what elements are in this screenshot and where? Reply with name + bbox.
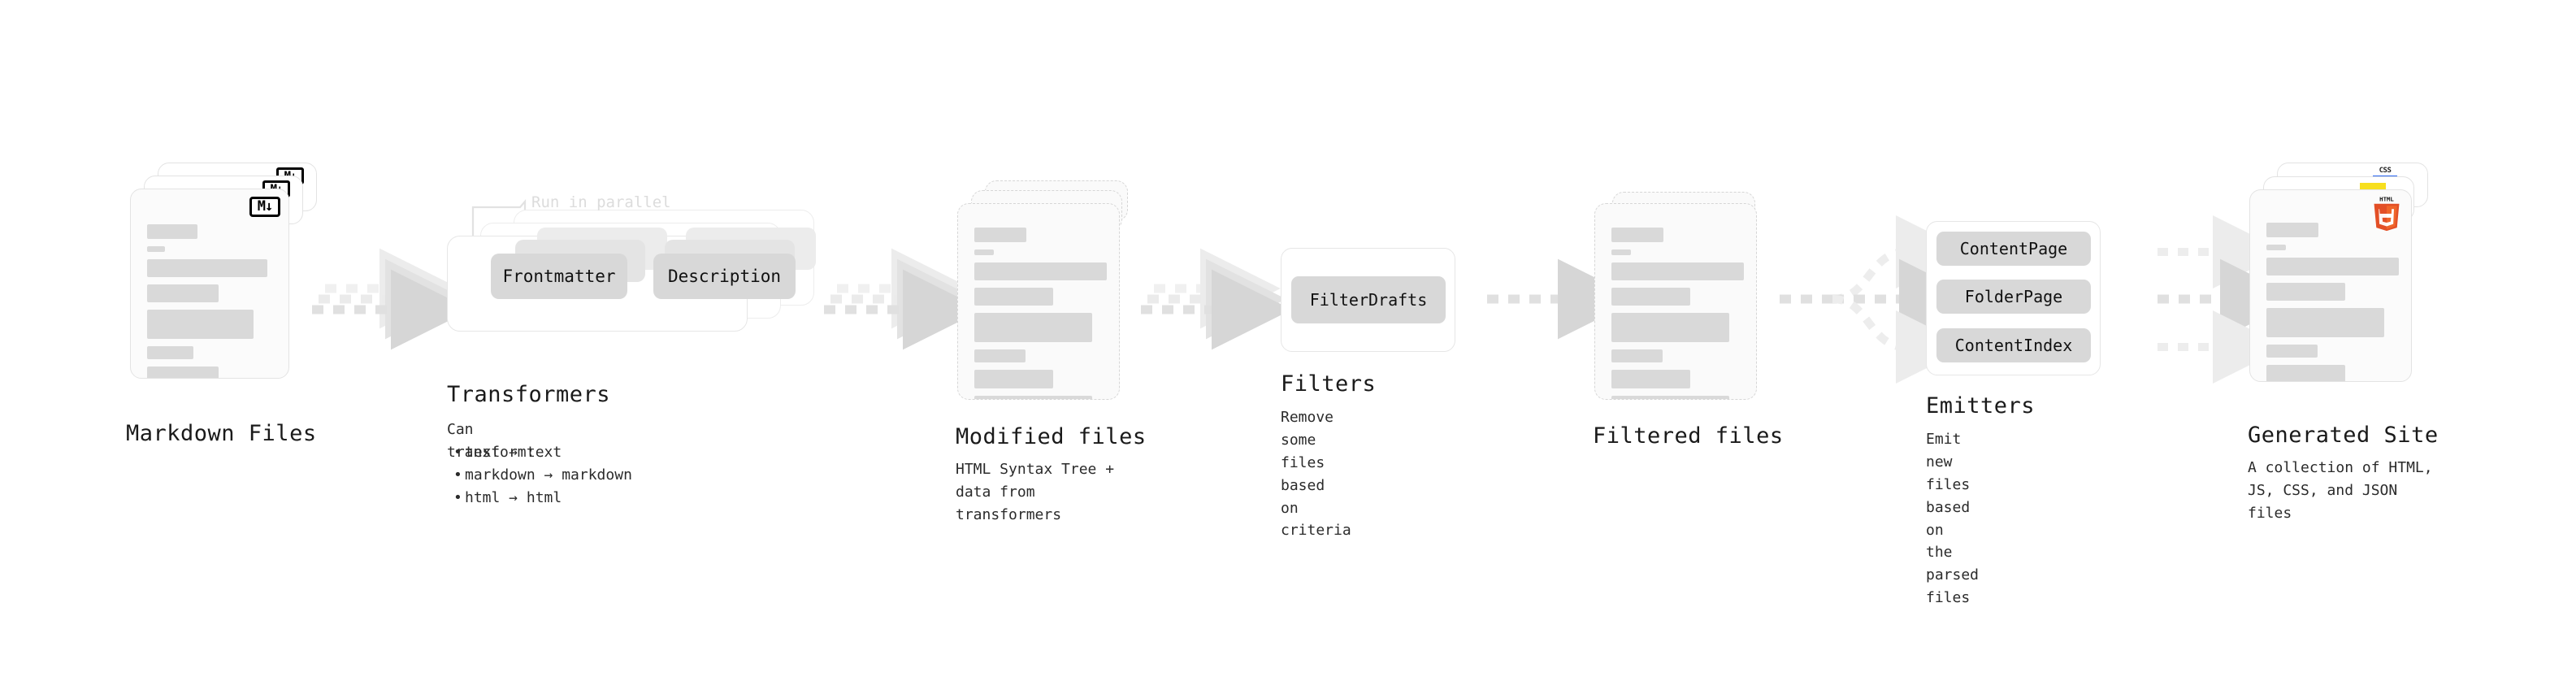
filters-box: FilterDrafts (1281, 248, 1455, 352)
content-bar (147, 259, 267, 277)
site-content-bars (2266, 223, 2399, 381)
stage-filtered-files: Filtered files (1593, 192, 1783, 449)
run-in-parallel-label: Run in parallel (531, 193, 671, 211)
generated-site-subtitle: A collection of HTML, JS, CSS, and JSON … (2248, 459, 2433, 522)
stage-title-filters: Filters (1281, 371, 1377, 397)
site-sheet-front: HTML (2249, 189, 2412, 382)
content-bar (147, 246, 165, 252)
connector-emitters-to-site (2158, 215, 2301, 384)
modified-sheet-front (957, 203, 1120, 400)
content-bar (147, 346, 193, 359)
markdown-badge-front: M↓ (249, 197, 280, 217)
emitter-node-label: ContentPage (1959, 239, 2068, 258)
content-bar (1611, 249, 1631, 255)
filtered-file-stack (1594, 192, 1773, 427)
content-bar (1611, 262, 1744, 280)
connector-modified-to-filters (1141, 248, 1292, 350)
content-bar (147, 310, 254, 339)
emitter-node-contentindex[interactable]: ContentIndex (1936, 328, 2091, 362)
transformer-node-description[interactable]: Description (653, 254, 796, 299)
content-bar (1611, 288, 1690, 306)
markdown-content-bars (147, 224, 274, 378)
stage-title-filtered-files: Filtered files (1593, 423, 1784, 449)
markdown-badge-glyph-1: M↓ (257, 198, 274, 215)
filter-node-label: FilterDrafts (1309, 290, 1428, 310)
content-bar (2266, 245, 2286, 250)
emitters-box: ContentPage FolderPage ContentIndex (1926, 221, 2101, 375)
emitter-node-folderpage[interactable]: FolderPage (1936, 280, 2091, 314)
transformer-panel-stack: Frontmatter Description Frontmatter Desc… (444, 195, 826, 341)
content-bar (1611, 228, 1663, 242)
modified-content-bars (974, 228, 1107, 399)
content-bar (974, 370, 1053, 388)
stage-markdown-files: M↓ M↓ M↓ Markdown Files (126, 163, 317, 446)
content-bar (974, 349, 1026, 362)
css-badge-label: CSS (2379, 167, 2392, 175)
html5-badge: HTML (2370, 196, 2403, 232)
content-bar (974, 228, 1026, 242)
filters-subtitle: Remove some files based on criteria (1281, 409, 1351, 540)
content-bar (974, 288, 1053, 306)
content-bar (1611, 349, 1663, 362)
content-bar (2266, 258, 2399, 275)
transformer-node-label: Frontmatter (502, 267, 616, 286)
markdown-file-stack: M↓ M↓ M↓ (130, 163, 317, 406)
content-bar (2266, 223, 2318, 237)
transformer-node-label: Description (667, 267, 782, 286)
content-bar (974, 313, 1092, 342)
content-bar (1611, 370, 1690, 388)
modified-files-subtitle: HTML Syntax Tree + data from transformer… (956, 461, 1115, 523)
stage-modified-files: Modified files HTML Syntax Tree + data f… (956, 180, 1146, 523)
content-bar (2266, 283, 2345, 301)
stage-title-generated-site: Generated Site (2248, 423, 2439, 448)
connector-transformers-to-modified (824, 248, 983, 350)
transformers-bullet: html → html (452, 487, 632, 510)
transformers-bullet: markdown → markdown (452, 464, 632, 487)
emitter-node-label: FolderPage (1964, 287, 2063, 306)
transformers-bullet-list: text → text markdown → markdown html → h… (452, 441, 632, 510)
stage-title-markdown-files: Markdown Files (126, 421, 317, 446)
emitters-subtitle: Emit new files based on the parsed files (1926, 431, 1980, 607)
content-bar (2266, 345, 2318, 358)
stage-title-transformers: Transformers (447, 382, 611, 407)
content-bar (1611, 396, 1729, 399)
filter-node-filterdrafts[interactable]: FilterDrafts (1291, 276, 1446, 323)
stage-title-emitters: Emitters (1926, 393, 2036, 419)
filtered-content-bars (1611, 228, 1744, 399)
html5-shield-icon: HTML (2374, 196, 2400, 232)
emitter-node-contentpage[interactable]: ContentPage (1936, 232, 2091, 266)
content-bar (147, 367, 219, 378)
connector-filtered-to-emitters (1780, 215, 1980, 384)
content-bar (2266, 308, 2384, 337)
content-bar (974, 249, 994, 255)
transformers-bullet: text → text (452, 441, 632, 464)
transformer-node-frontmatter[interactable]: Frontmatter (491, 254, 627, 299)
content-bar (974, 262, 1107, 280)
filtered-sheet-front (1594, 203, 1757, 400)
content-bar (2266, 365, 2345, 381)
content-bar (1611, 313, 1729, 342)
connector-markdown-to-transformers (312, 248, 471, 350)
generated-site-stack: CSS HTML (2249, 163, 2436, 406)
content-bar (974, 396, 1092, 399)
emitter-node-label: ContentIndex (1954, 336, 2073, 355)
svg-text:HTML: HTML (2379, 196, 2394, 203)
content-bar (147, 224, 197, 239)
content-bar (147, 284, 219, 302)
stage-title-modified-files: Modified files (956, 424, 1147, 449)
stage-generated-site: CSS HTML (2248, 163, 2438, 522)
markdown-sheet-front: M↓ (130, 189, 289, 379)
modified-file-stack (957, 180, 1136, 424)
